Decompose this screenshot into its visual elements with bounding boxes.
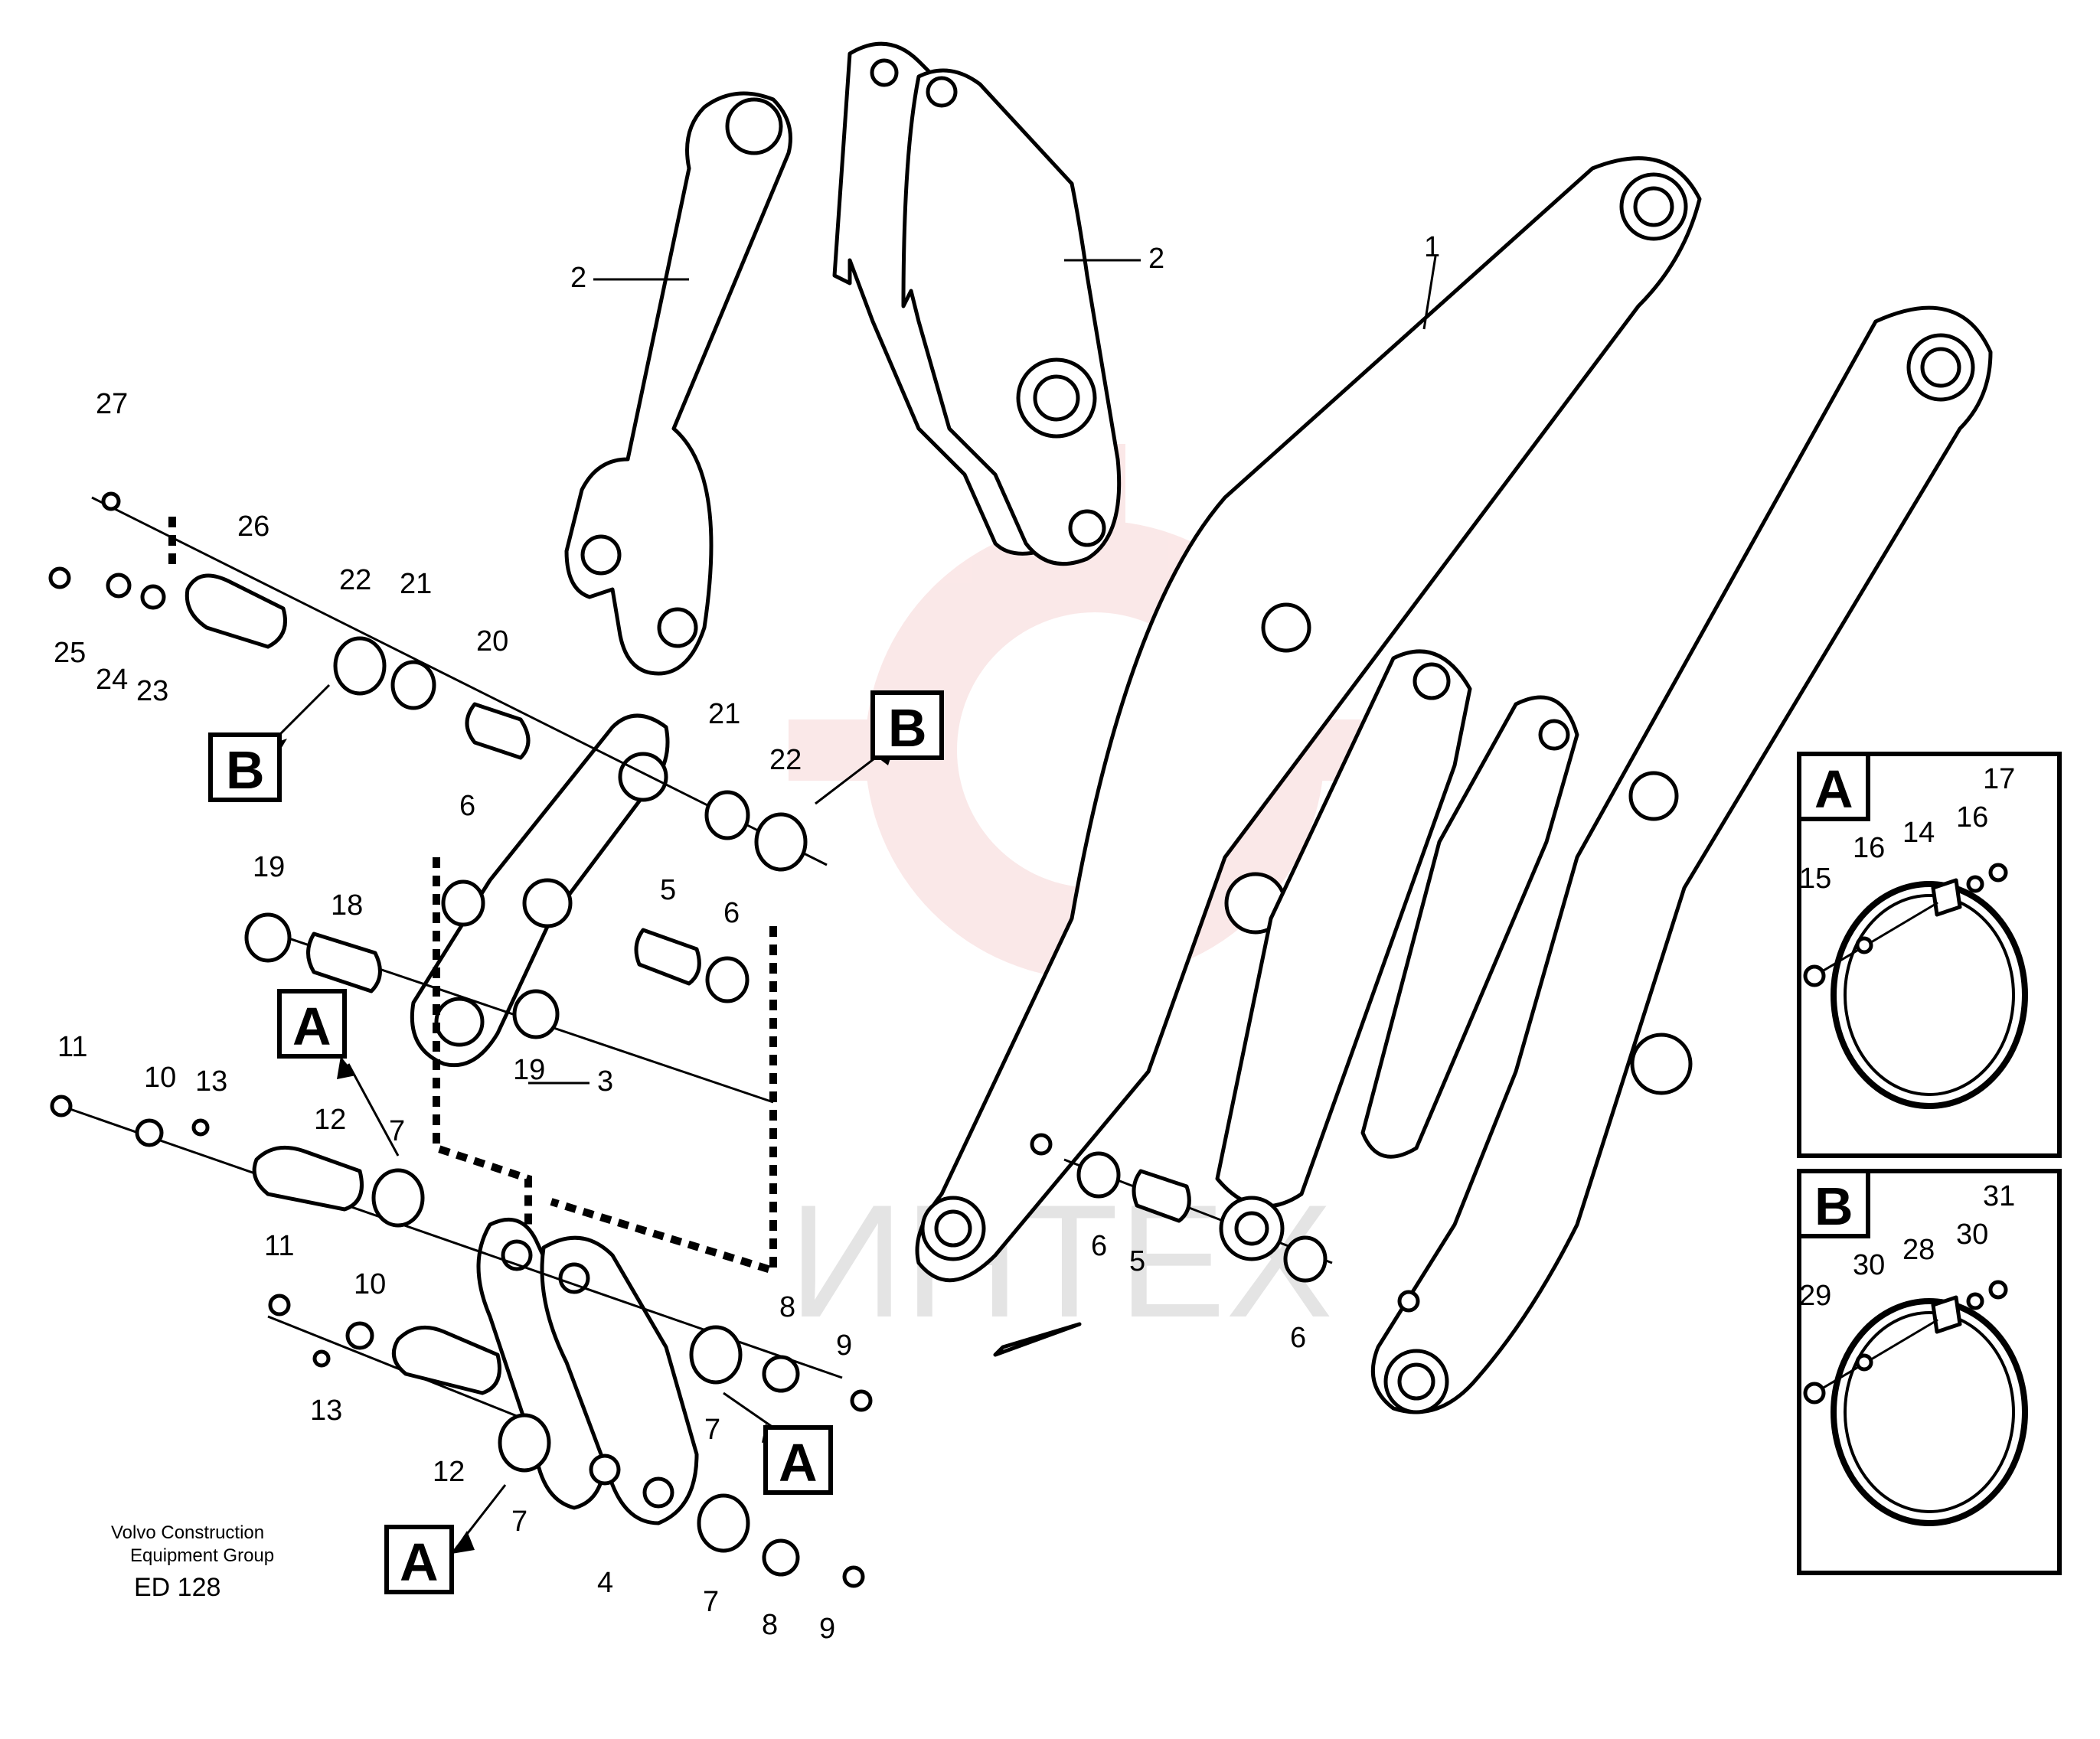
svg-text:A: A [1814,759,1853,819]
panel-a-callout-15: 15 [1799,863,1831,895]
panel-b-callout-31: 31 [1983,1180,2015,1212]
pin-12-assembly [50,1095,873,1588]
svg-text:A: A [779,1433,818,1493]
callout-19-a: 19 [253,851,285,883]
detail-tag-a-bottom: A [384,1484,507,1594]
callout-7-c: 7 [511,1506,527,1538]
callout-6-c: 6 [1091,1230,1107,1262]
callout-6-d: 6 [1290,1322,1306,1354]
callout-18: 18 [331,889,363,922]
callout-9-b: 9 [819,1613,835,1645]
callout-10-b: 10 [354,1268,386,1300]
lift-arm-frame [915,156,1993,1414]
assembly-line-1 [433,857,532,1225]
pin-18-assembly [244,879,774,1104]
callout-5-b: 5 [1129,1245,1145,1277]
panel-b-callout-28: 28 [1902,1234,1935,1266]
callout-3: 3 [597,1065,613,1098]
callout-labels: 1 2 2 3 4 5 5 6 6 6 6 7 7 7 7 8 8 9 9 10… [54,231,1440,1645]
callout-13-a: 13 [195,1065,227,1098]
callout-9-a: 9 [836,1330,852,1362]
callout-6-b: 6 [723,897,740,929]
callout-7-a: 7 [389,1115,405,1147]
assembly-line-2 [550,926,777,1276]
panel-b-callout-29: 29 [1799,1280,1831,1312]
callout-5-a: 5 [660,874,676,906]
callout-1: 1 [1424,231,1440,263]
detail-tag-b-right: B [815,690,944,805]
callout-12-a: 12 [314,1104,346,1136]
callout-21-a: 21 [400,568,432,600]
svg-text:A: A [292,997,331,1056]
callout-7-b: 7 [704,1414,720,1446]
callout-27: 27 [96,388,128,420]
callout-6-a: 6 [459,790,475,822]
callout-2-left: 2 [570,262,586,294]
panel-a-callout-14: 14 [1902,817,1935,849]
svg-text:B: B [1814,1176,1853,1236]
panel-b-callout-30-right: 30 [1956,1219,1988,1251]
callout-24: 24 [96,664,128,696]
svg-text:B: B [888,698,927,758]
detail-tag-a-top: A [277,989,400,1157]
pin-5-right [1063,1151,1333,1283]
callout-8-b: 8 [762,1609,778,1641]
callout-8-a: 8 [779,1291,795,1323]
callout-11-b: 11 [264,1230,294,1262]
detail-tag-a-mid: A [723,1392,833,1495]
callout-22-b: 22 [769,744,802,776]
callout-22-a: 22 [339,564,371,596]
callout-23: 23 [136,675,168,707]
detail-panel-b: B 28 29 30 30 31 [1797,1169,2062,1575]
connecting-link [410,713,670,1068]
callout-19-b: 19 [513,1054,545,1086]
callout-10-a: 10 [144,1062,176,1094]
footer-credit: Volvo Construction Equipment Group ED 12… [111,1522,274,1602]
callout-13-b: 13 [310,1395,342,1427]
detail-panel-a: A 14 15 16 16 17 [1797,752,2062,1158]
callout-2-right: 2 [1148,243,1164,275]
footer-line-1: Volvo Construction [111,1522,264,1543]
callout-25: 25 [54,637,86,669]
panel-a-callout-16-right: 16 [1956,801,1988,834]
callout-20: 20 [476,625,508,657]
link-rod-left [564,91,792,676]
panel-b-callout-30-left: 30 [1853,1249,1885,1281]
footer-code: ED 128 [134,1573,220,1602]
callout-4: 4 [597,1567,613,1599]
svg-text:A: A [400,1532,439,1592]
callout-11-a: 11 [57,1031,87,1063]
link-plates-right [832,41,1122,566]
link-pair [476,1217,699,1525]
pin-26-assembly [48,491,828,872]
callout-21-b: 21 [708,698,740,730]
callout-12-b: 12 [433,1456,465,1488]
panel-a-callout-16-left: 16 [1853,832,1885,864]
svg-text:B: B [226,740,265,800]
callout-26: 26 [237,511,269,543]
panel-a-callout-17: 17 [1983,763,2015,795]
detail-tag-b-left: B [208,684,331,802]
footer-line-2: Equipment Group [130,1545,274,1566]
callout-7-d: 7 [703,1586,719,1618]
